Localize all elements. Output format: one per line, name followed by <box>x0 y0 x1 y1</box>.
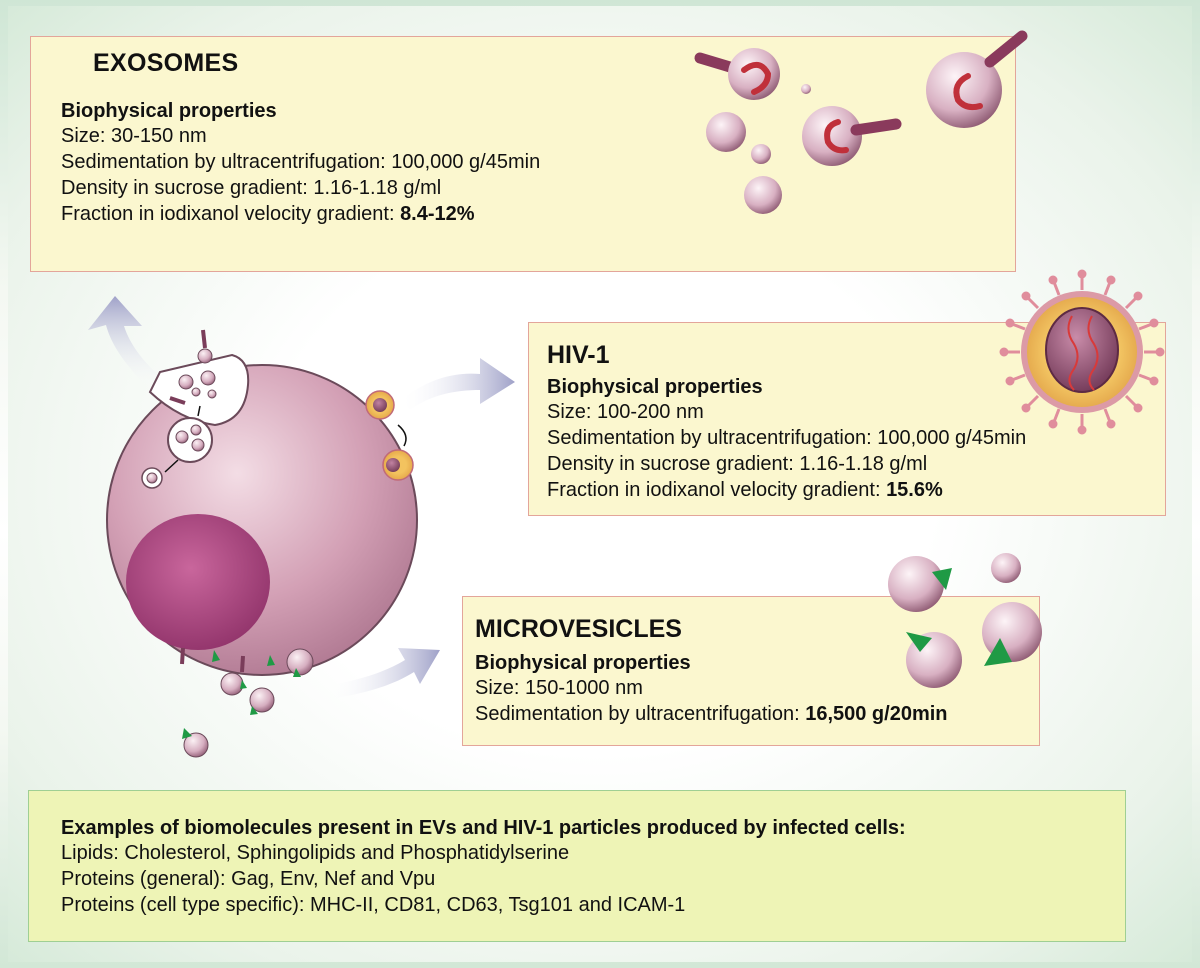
arrow-to-microvesicles <box>330 648 440 698</box>
hiv-subtitle: Biophysical properties <box>547 376 763 398</box>
biomolecules-heading: Examples of biomolecules present in EVs … <box>61 817 906 839</box>
cell-nucleus <box>126 514 270 650</box>
exosome-particles <box>694 30 1028 214</box>
hiv-budding <box>365 390 414 481</box>
arrow-to-exosomes <box>88 296 165 390</box>
hiv-sedimentation: Sedimentation by ultracentrifugation: 10… <box>547 427 1027 449</box>
exosomes-fraction-label: Fraction in iodixanol velocity gradient: <box>61 203 401 225</box>
microvesicles-sedimentation-value: 16,500 g/20min <box>805 703 948 725</box>
hiv-panel: HIV-1 Biophysical properties Size: 100-2… <box>528 322 1166 516</box>
biomolecules-proteins-specific: Proteins (cell type specific): MHC-II, C… <box>61 894 686 916</box>
biomolecules-proteins-general: Proteins (general): Gag, Env, Nef and Vp… <box>61 868 436 890</box>
hiv-fraction-label: Fraction in iodixanol velocity gradient: <box>547 479 887 501</box>
biomolecules-panel: Examples of biomolecules present in EVs … <box>28 790 1126 942</box>
hiv-size: Size: 100-200 nm <box>547 401 704 423</box>
hiv-fraction-value: 15.6% <box>886 479 943 501</box>
hiv-title: HIV-1 <box>547 341 610 369</box>
exosomes-fraction-value: 8.4-12% <box>400 203 475 225</box>
exosomes-subtitle: Biophysical properties <box>61 100 277 122</box>
exosomes-title: EXOSOMES <box>93 49 239 77</box>
hiv-fraction: Fraction in iodixanol velocity gradient:… <box>547 477 1165 503</box>
microvesicles-subtitle: Biophysical properties <box>475 652 691 674</box>
biomolecules-lipids: Lipids: Cholesterol, Sphingolipids and P… <box>61 842 570 864</box>
hiv-density: Density in sucrose gradient: 1.16-1.18 g… <box>547 453 928 475</box>
hiv-particle <box>999 269 1165 435</box>
microvesicles-size: Size: 150-1000 nm <box>475 677 643 699</box>
microvesicles-sedimentation: Sedimentation by ultracentrifugation: 16… <box>475 701 1039 727</box>
microvesicles-title: MICROVESICLES <box>475 615 682 643</box>
exosomes-density: Density in sucrose gradient: 1.16-1.18 g… <box>61 177 442 199</box>
microvesicle-budding <box>180 647 314 758</box>
exosomes-sedimentation: Sedimentation by ultracentrifugation: 10… <box>61 151 541 173</box>
microvesicle-particles <box>888 553 1042 688</box>
exosomes-fraction: Fraction in iodixanol velocity gradient:… <box>61 201 1015 227</box>
arrow-to-hiv <box>400 358 515 410</box>
microvesicles-sedimentation-label: Sedimentation by ultracentrifugation: <box>475 703 806 725</box>
exosomes-size: Size: 30-150 nm <box>61 125 207 147</box>
